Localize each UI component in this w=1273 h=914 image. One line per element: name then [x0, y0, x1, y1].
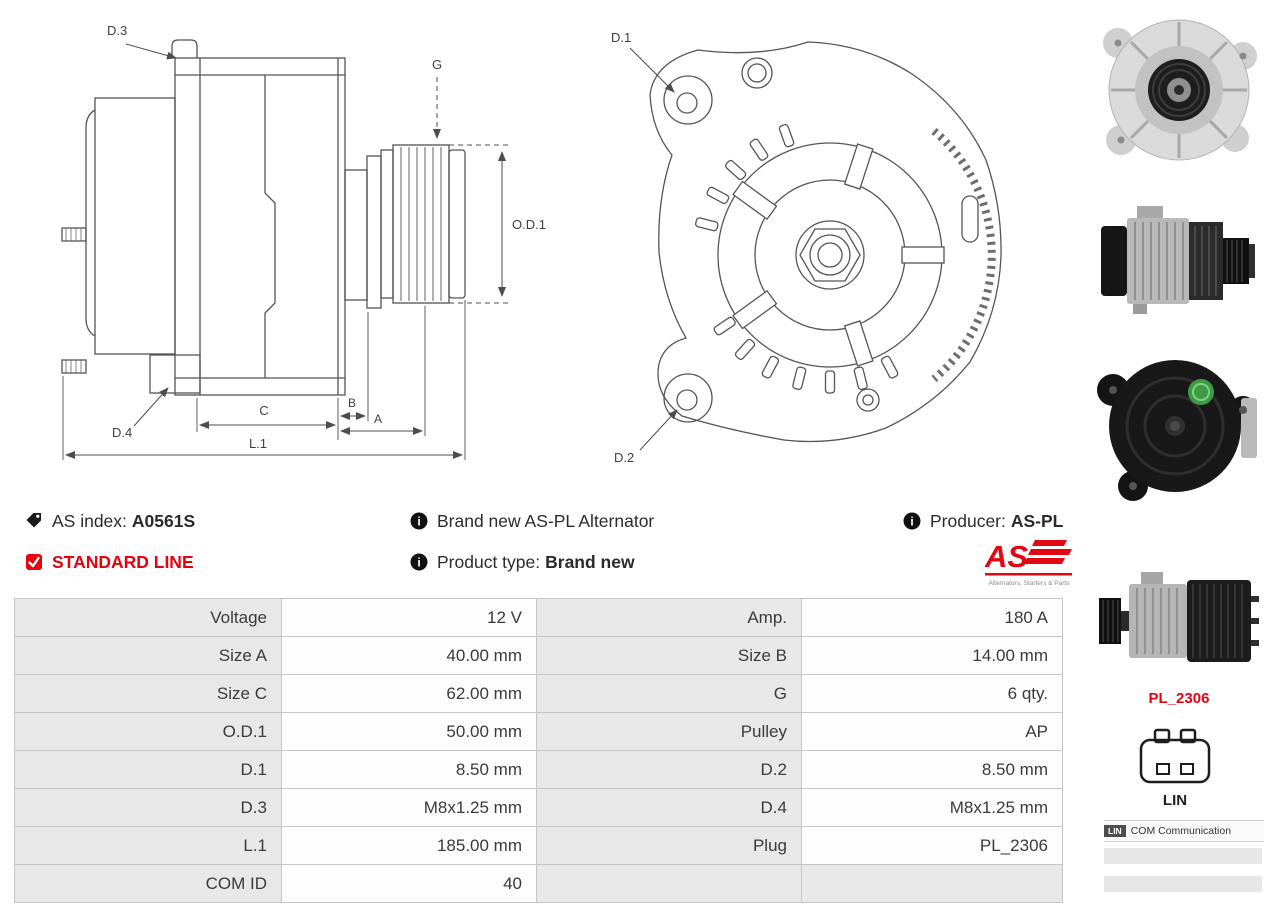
brand-new-text: Brand new AS-PL Alternator: [437, 510, 655, 531]
dim-label-d1: D.1: [611, 30, 631, 45]
spec-label: Size C: [15, 675, 282, 713]
product-photo-front: [1103, 19, 1257, 161]
product-photo-side: [1101, 206, 1255, 314]
plug-type-label: LIN: [1162, 792, 1188, 809]
spec-label: Voltage: [15, 599, 282, 637]
spec-label: D.1: [15, 751, 282, 789]
svg-text:i: i: [910, 515, 913, 529]
as-pl-logo: AS Alternators, Starters & Parts: [985, 539, 1072, 587]
spec-value: 40: [282, 865, 537, 903]
spec-label: [537, 865, 802, 903]
dim-label-l1: L.1: [249, 436, 267, 451]
dim-label-a: A: [374, 412, 382, 426]
spec-value: 185.00 mm: [282, 827, 537, 865]
spec-value: M8x1.25 mm: [282, 789, 537, 827]
spec-label: Size A: [15, 637, 282, 675]
svg-text:i: i: [417, 515, 420, 529]
product-photo-side-2: [1099, 572, 1259, 662]
plug-connector-icon: [1139, 728, 1211, 784]
spec-table: Voltage 12 V Amp. 180 A Size A 40.00 mm …: [14, 598, 1063, 903]
spec-value: 8.50 mm: [802, 751, 1063, 789]
standard-line-row: STANDARD LINE: [25, 551, 194, 573]
as-index-row: AS index:A0561S: [25, 510, 195, 532]
spec-label: D.4: [537, 789, 802, 827]
checkbox-check-icon: [26, 554, 42, 570]
standard-line-label: STANDARD LINE: [52, 551, 194, 572]
spec-value: 50.00 mm: [282, 713, 537, 751]
dim-label-g: G: [432, 57, 442, 72]
as-pl-logo-text: AS: [985, 539, 1028, 574]
side-view-diagram: D.3 G O.D.1 D.4 C B A L.1: [61, 23, 546, 460]
as-index-label: AS index:: [52, 510, 127, 531]
plug-code-label: PL_2306: [1148, 690, 1210, 707]
brand-new-row: i Brand new AS-PL Alternator: [410, 510, 654, 532]
spec-value: 8.50 mm: [282, 751, 537, 789]
as-pl-logo-subtext: Alternators, Starters & Parts: [989, 580, 1071, 587]
spec-value: AP: [802, 713, 1063, 751]
info-icon: i: [410, 512, 428, 530]
spec-value: [802, 865, 1063, 903]
product-photo-rear: [1097, 360, 1257, 501]
producer-value: AS-PL: [1010, 510, 1064, 531]
com-communication-text: COM Communication: [1130, 825, 1232, 837]
product-type-label: Product type:: [437, 551, 541, 572]
spec-label: Plug: [537, 827, 802, 865]
spec-value: 14.00 mm: [802, 637, 1063, 675]
front-view-diagram: D.1 D.2: [611, 30, 1002, 465]
dim-label-od1: O.D.1: [512, 217, 546, 232]
as-index-value: A0561S: [131, 510, 196, 531]
spec-value: M8x1.25 mm: [802, 789, 1063, 827]
lin-tag: LIN: [1104, 824, 1126, 838]
producer-label: Producer:: [930, 510, 1006, 531]
spec-label: Size B: [537, 637, 802, 675]
product-type-value: Brand new: [545, 551, 635, 572]
dim-label-d4: D.4: [112, 425, 132, 440]
placeholder-bar: [1104, 876, 1262, 892]
com-communication-badge: LIN COM Communication: [1104, 820, 1264, 842]
spec-label: D.3: [15, 789, 282, 827]
dim-label-c: C: [259, 403, 268, 418]
spec-label: L.1: [15, 827, 282, 865]
spec-value: 12 V: [282, 599, 537, 637]
spec-value: 180 A: [802, 599, 1063, 637]
info-icon: i: [903, 512, 921, 530]
spec-label: D.2: [537, 751, 802, 789]
spec-value: 40.00 mm: [282, 637, 537, 675]
spec-label: O.D.1: [15, 713, 282, 751]
info-icon: i: [410, 553, 428, 571]
dim-label-d2: D.2: [614, 450, 634, 465]
svg-text:i: i: [417, 556, 420, 570]
placeholder-bar: [1104, 848, 1262, 864]
tag-icon: [26, 513, 41, 528]
spec-value: 62.00 mm: [282, 675, 537, 713]
spec-label: COM ID: [15, 865, 282, 903]
dim-label-b: B: [348, 396, 356, 410]
spec-label: G: [537, 675, 802, 713]
spec-value: PL_2306: [802, 827, 1063, 865]
product-type-row: i Product type:Brand new: [410, 551, 635, 573]
spec-value: 6 qty.: [802, 675, 1063, 713]
spec-label: Pulley: [537, 713, 802, 751]
producer-row: i Producer:AS-PL: [903, 510, 1063, 532]
spec-label: Amp.: [537, 599, 802, 637]
dim-label-d3: D.3: [107, 23, 127, 38]
